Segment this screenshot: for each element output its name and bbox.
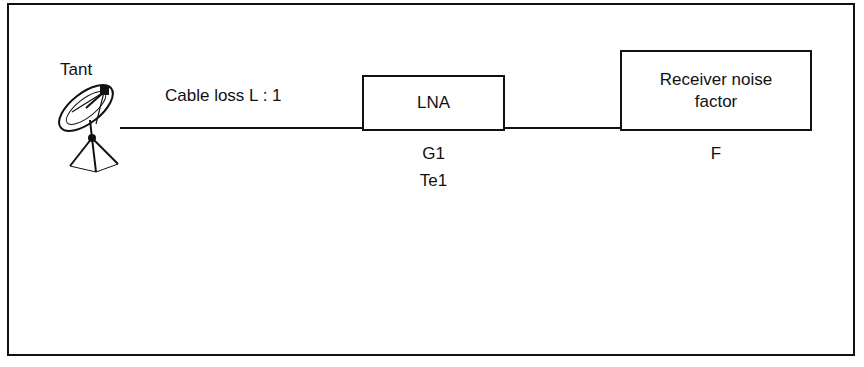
box-title: Receiver noise factor xyxy=(651,69,781,113)
parameter-label: Te1 xyxy=(364,170,503,192)
satellite-dish xyxy=(52,76,121,172)
cable-line xyxy=(120,127,362,129)
receiver-box: Receiver noise factorF xyxy=(620,50,812,131)
cable-loss-label: Cable loss L : 1 xyxy=(165,86,282,106)
parameter-label: F xyxy=(622,143,810,165)
frame xyxy=(8,4,854,355)
parameter-label: G1 xyxy=(364,143,503,165)
antenna-temperature-label: Tant xyxy=(60,60,92,80)
box-title: LNA xyxy=(417,92,450,114)
signal-wire xyxy=(505,127,620,129)
amplifier-box: LNAG1Te1 xyxy=(362,75,505,131)
